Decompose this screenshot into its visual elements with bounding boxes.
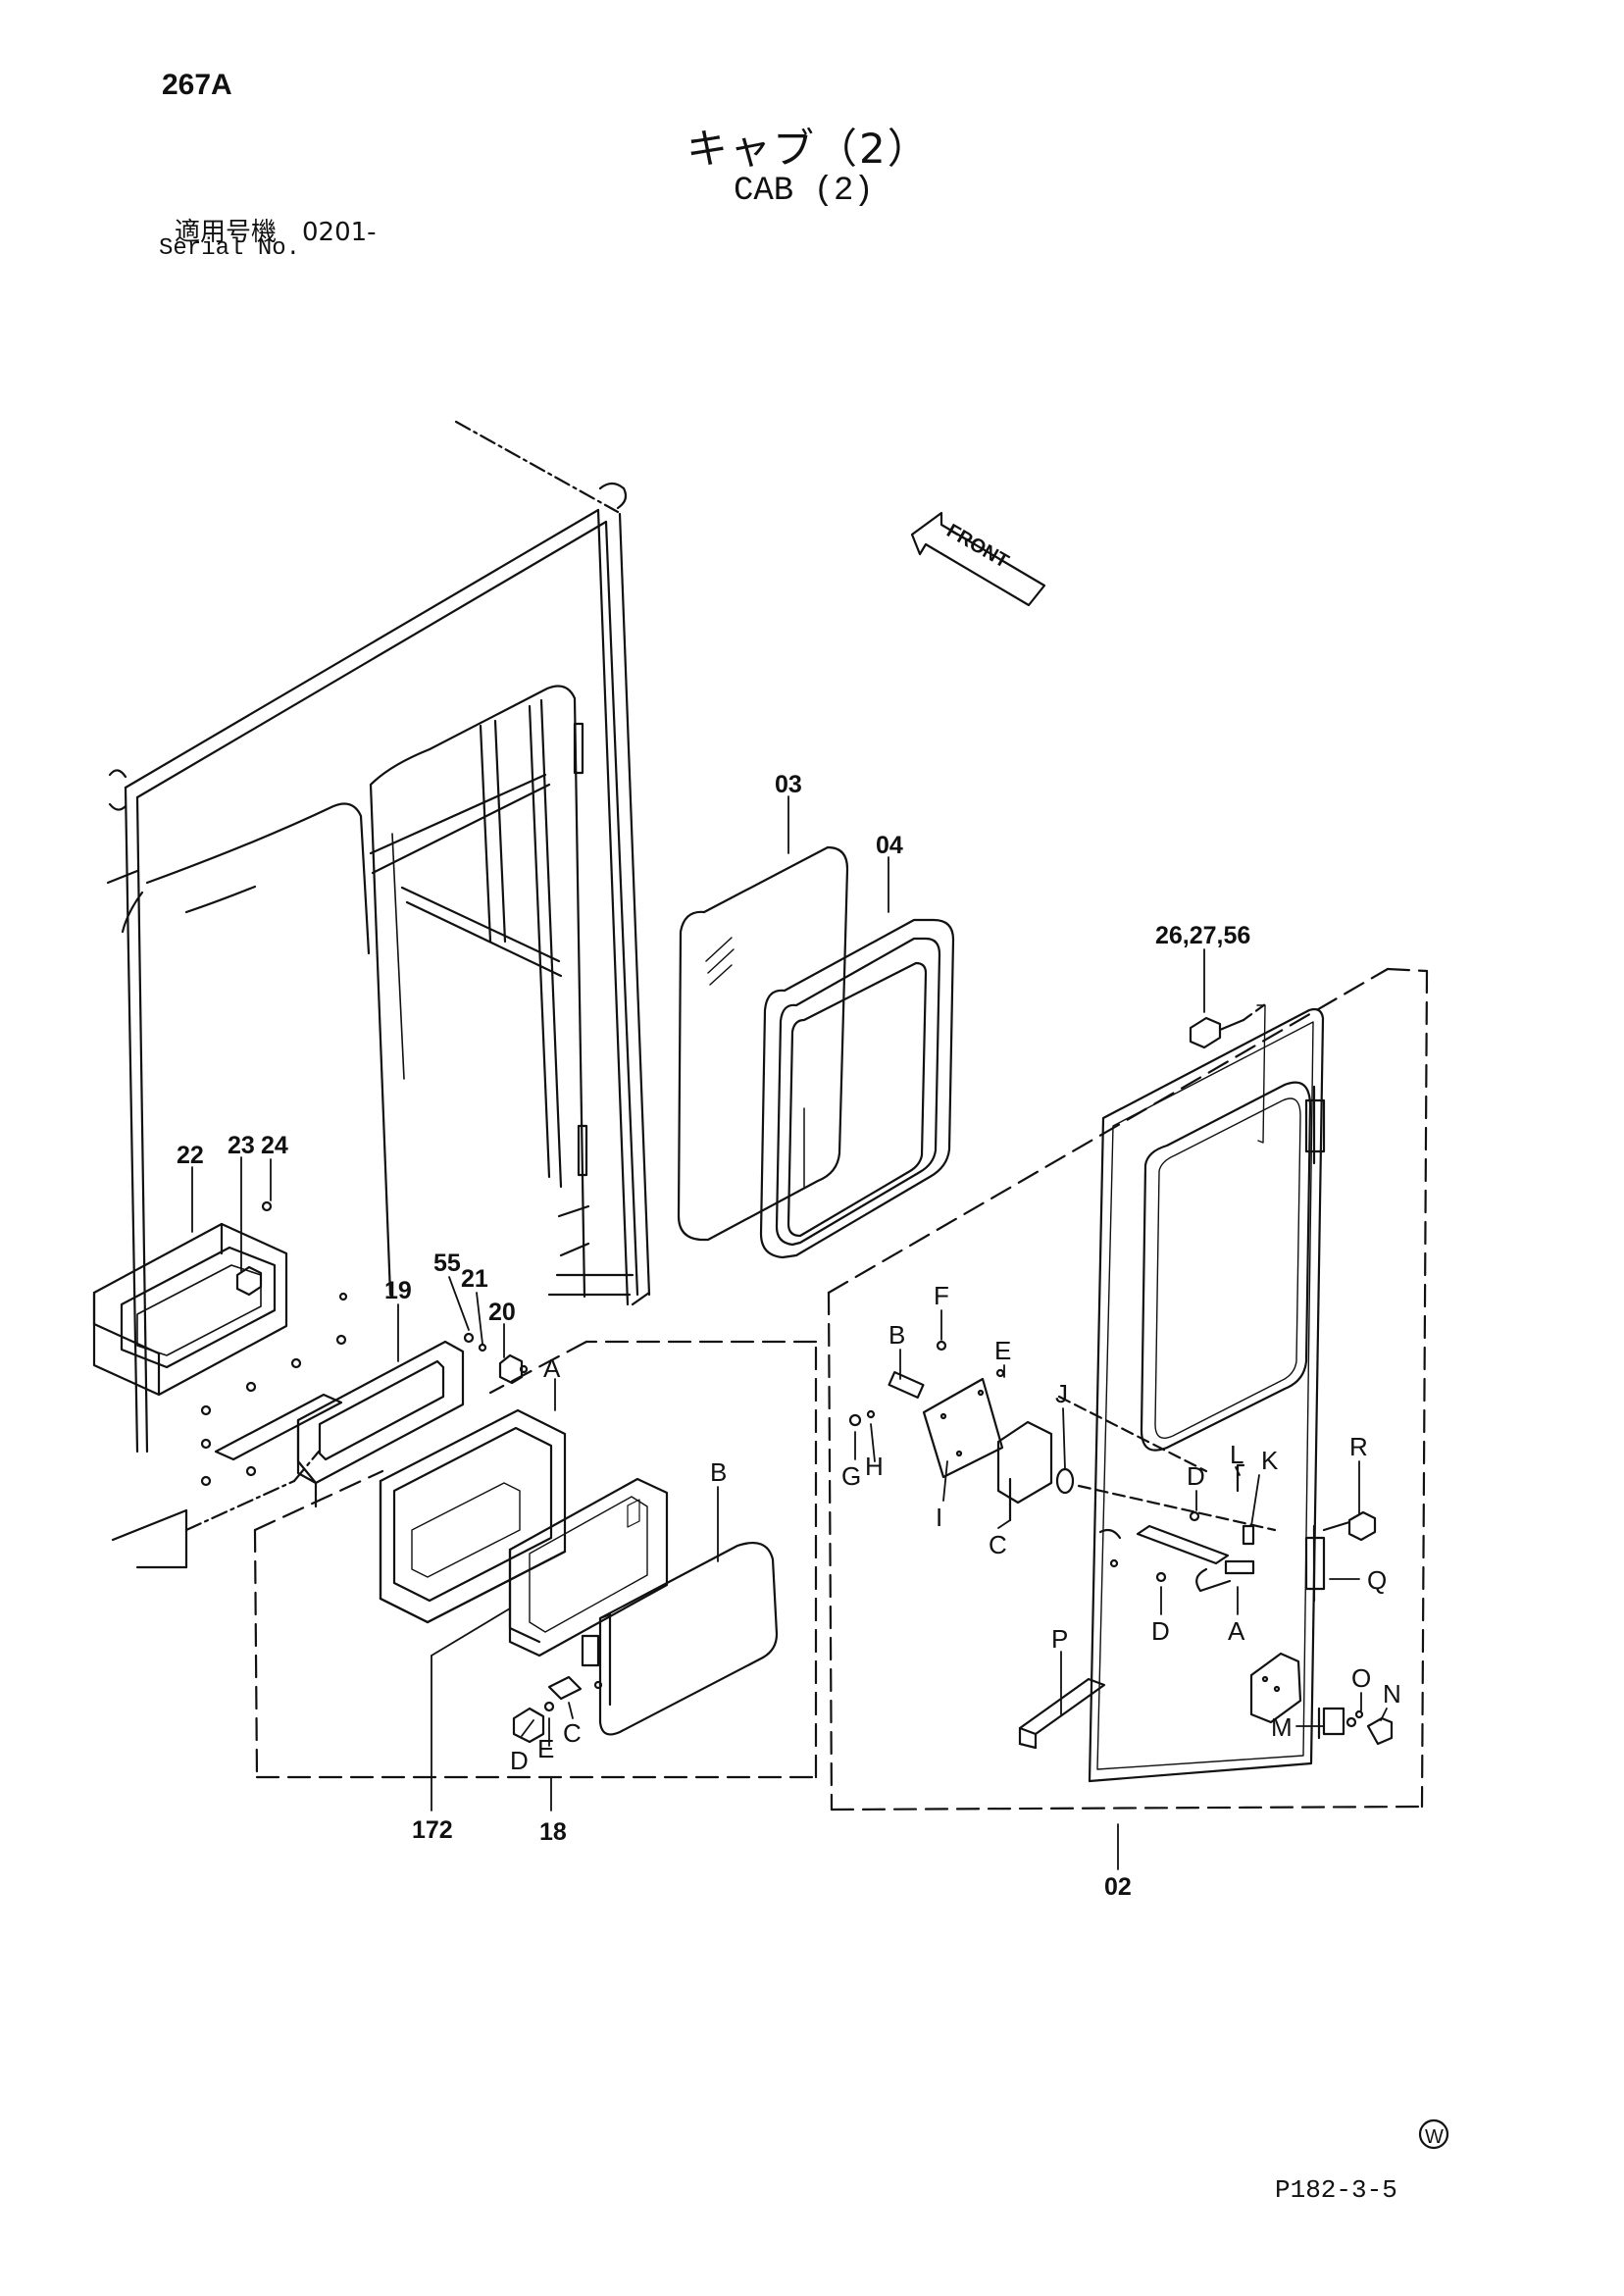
bolts xyxy=(235,1002,1377,1744)
label-g: G xyxy=(841,1461,861,1491)
door-panel xyxy=(1088,1004,1326,1783)
title-english: CAB (2) xyxy=(734,173,874,210)
label-23: 23 xyxy=(228,1132,255,1159)
title-japanese: キャブ（2） xyxy=(686,125,931,173)
part-p-bar xyxy=(1018,1677,1106,1750)
assembly-18-boundary xyxy=(253,1340,818,1779)
label-h: H xyxy=(865,1452,884,1481)
label-20: 20 xyxy=(488,1299,516,1326)
hinge-small-parts xyxy=(1317,1707,1394,1746)
label-o: O xyxy=(1351,1663,1371,1693)
front-arrow-icon xyxy=(910,511,1046,607)
leader-lines xyxy=(191,795,1388,1870)
label-172: 172 xyxy=(412,1816,453,1844)
part-04-seal xyxy=(759,918,955,1259)
door-assembly-boundary xyxy=(827,967,1429,1811)
part-172-filter xyxy=(508,1477,669,1658)
part-19-frame xyxy=(296,1340,465,1508)
serial-label-japanese: 適用号機 0201- xyxy=(175,218,377,247)
label-k: K xyxy=(1261,1446,1279,1475)
label-18: 18 xyxy=(539,1818,567,1846)
w-mark: W xyxy=(1425,2126,1444,2148)
label-d-left: D xyxy=(510,1746,529,1775)
label-a-left: A xyxy=(543,1353,561,1383)
w-mark-circle xyxy=(1418,2118,1449,2150)
label-04: 04 xyxy=(876,832,903,859)
label-p: P xyxy=(1051,1624,1068,1654)
label-03: 03 xyxy=(775,771,802,798)
label-b-left: B xyxy=(710,1457,727,1487)
label-21: 21 xyxy=(461,1265,488,1293)
part-22-duct xyxy=(92,1222,288,1397)
label-b-right: B xyxy=(888,1320,905,1350)
part-b-cover xyxy=(581,1542,779,1736)
label-24: 24 xyxy=(261,1132,288,1159)
label-d-right-bottom: D xyxy=(1151,1616,1170,1646)
label-a-right: A xyxy=(1228,1616,1245,1646)
label-55: 55 xyxy=(433,1250,461,1277)
label-26-27-56: 26,27,56 xyxy=(1155,922,1250,949)
label-n: N xyxy=(1383,1679,1401,1709)
label-i: I xyxy=(936,1503,942,1532)
label-f: F xyxy=(934,1281,949,1310)
label-e-right: E xyxy=(994,1336,1011,1365)
label-l: L xyxy=(1230,1440,1243,1469)
part-a-housing xyxy=(379,1408,567,1624)
label-m: M xyxy=(1271,1712,1293,1742)
label-r: R xyxy=(1349,1432,1368,1461)
label-22: 22 xyxy=(177,1142,204,1169)
label-c-left: C xyxy=(563,1718,582,1748)
door-lock-parts xyxy=(848,1340,1277,1593)
label-d-right-top: D xyxy=(1187,1461,1205,1491)
label-q: Q xyxy=(1367,1565,1387,1595)
page-number: 267A xyxy=(162,69,232,101)
label-j: J xyxy=(1055,1379,1068,1408)
label-e-left: E xyxy=(537,1734,554,1763)
drawing-code: P182-3-5 xyxy=(1275,2175,1397,2205)
label-19: 19 xyxy=(384,1277,412,1304)
part-03-glass xyxy=(677,845,849,1242)
label-02: 02 xyxy=(1104,1873,1132,1901)
serial-label-english: Serial No. xyxy=(159,235,301,262)
gasket xyxy=(200,1334,347,1487)
front-label: FRONT xyxy=(943,520,1013,572)
label-c-right: C xyxy=(989,1530,1007,1559)
cab-body xyxy=(106,420,651,1569)
